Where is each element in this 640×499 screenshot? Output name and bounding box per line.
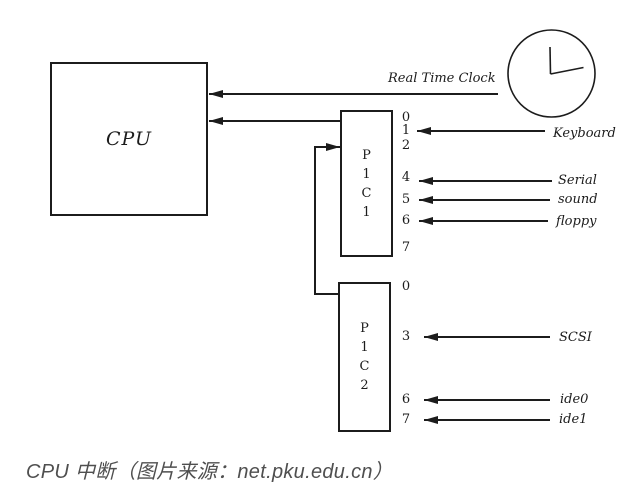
ide1-label: ide1 [559,412,588,427]
keyboard-irq-line [417,127,545,135]
sound-label: sound [558,192,598,207]
pic1-pin-7: 7 [401,240,411,255]
clock-icon [506,28,597,119]
pic2-label: P 1 C 2 [359,321,370,393]
pic1-pin-2: 2 [401,138,411,153]
pic1-pin-4: 4 [401,170,411,185]
cascade-top-line [314,143,340,151]
cpu-label: CPU [105,128,152,150]
floppy-irq-line [419,217,548,225]
pic1-pin-5: 5 [401,192,411,207]
ide1-irq-line [424,416,550,424]
pic1-pin-6: 6 [401,213,411,228]
pic2-pin-3: 3 [401,329,411,344]
ide0-irq-line [424,396,550,404]
cascade-vertical-line [314,146,316,294]
pic1-label: P 1 C 1 [361,147,372,220]
ide0-label: ide0 [560,392,589,407]
cpu-box: CPU [50,62,208,216]
cascade-bottom-line [314,293,339,295]
sound-irq-line [419,196,550,204]
scsi-irq-line [424,333,550,341]
pic1-int-line [209,117,340,125]
pic1-pin-1: 1 [401,123,411,138]
serial-irq-line [419,177,552,185]
pic2-pin-0: 0 [401,279,411,294]
floppy-label: floppy [556,214,597,229]
pic1-box: P 1 C 1 [340,110,393,257]
pic2-pin-7: 7 [401,412,411,427]
serial-label: Serial [558,173,597,188]
rtc-label: Real Time Clock [388,71,496,86]
scsi-label: SCSI [559,330,592,345]
rtc-irq-line [209,90,498,98]
pic1-pin-0: 0 [401,110,411,125]
keyboard-label: Keyboard [553,126,616,141]
image-caption: CPU 中断（图片来源：net.pku.edu.cn） [26,461,394,483]
pic2-pin-6: 6 [401,392,411,407]
pic2-box: P 1 C 2 [338,282,391,432]
